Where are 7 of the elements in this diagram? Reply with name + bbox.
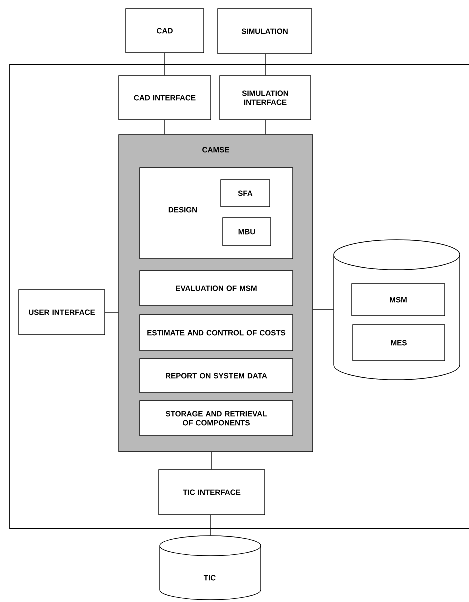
connector-line xyxy=(210,515,211,536)
connector-line xyxy=(164,120,166,135)
connector-line xyxy=(105,312,119,313)
system-boundary xyxy=(10,64,469,530)
connector-line xyxy=(265,120,266,135)
connector-line xyxy=(164,53,166,76)
connector-line xyxy=(265,54,266,76)
